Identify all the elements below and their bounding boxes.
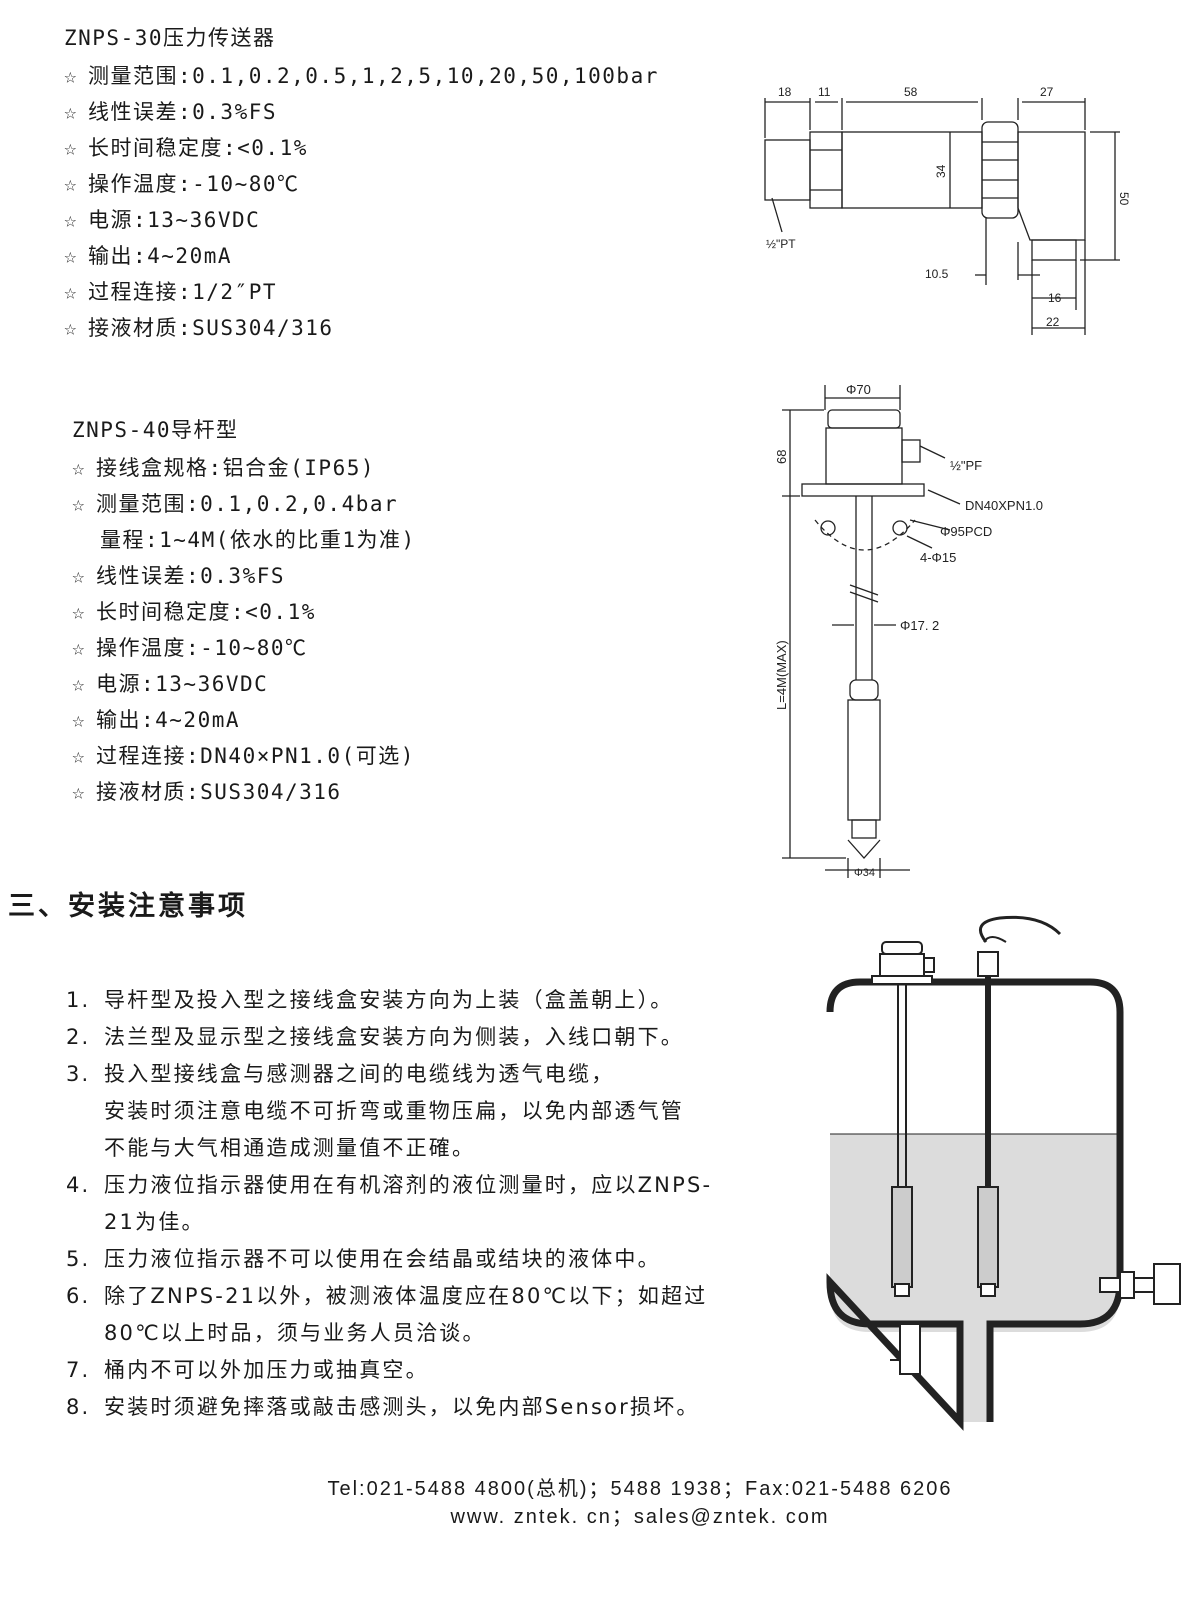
note-continuation: 不能与大气相通造成测量值不正確。 xyxy=(104,1136,476,1160)
dim-label: 27 xyxy=(1040,85,1054,99)
znps30-spec-list: ZNPS-30压力传送器 ☆测量范围:0.1,0.2,0.5,1,2,5,10,… xyxy=(64,22,659,348)
star-icon: ☆ xyxy=(64,244,79,268)
dim-label: 34 xyxy=(934,164,948,178)
znps40-dimension-drawing: Φ70 68 ½"PF DN40XPN1.0 Φ95PCD 4-Φ15 Φ17.… xyxy=(774,382,1043,879)
spec-line: ☆操作温度:-10~80℃ xyxy=(72,636,308,660)
dim-label: 16 xyxy=(1048,291,1062,305)
spec-line: ☆接线盒规格:铝合金(IP65) xyxy=(72,456,376,480)
spec-line: ☆电源:13~36VDC xyxy=(64,208,261,232)
star-icon: ☆ xyxy=(72,780,87,804)
spec-line: ☆长时间稳定度:<0.1% xyxy=(72,600,316,624)
spec-line: ☆输出:4~20mA xyxy=(72,708,241,732)
dim-label: 4-Φ15 xyxy=(920,550,956,565)
note-continuation: 21为佳。 xyxy=(104,1210,205,1234)
dim-label: Φ17. 2 xyxy=(900,618,939,633)
star-icon: ☆ xyxy=(64,316,79,340)
section-heading: 三、安装注意事项 xyxy=(8,891,248,922)
znps40-title: ZNPS-40导杆型 xyxy=(72,418,239,442)
spec-line: ☆过程连接:1/2″PT xyxy=(64,280,278,304)
note-item: 3.投入型接线盒与感测器之间的电缆线为透气电缆， xyxy=(66,1062,615,1086)
footer-web: www. zntek. cn；sales@zntek. com xyxy=(450,1506,830,1528)
spec-line: ☆接液材质:SUS304/316 xyxy=(64,316,334,340)
spec-line: ☆操作温度:-10~80℃ xyxy=(64,172,300,196)
note-item: 6.除了ZNPS-21以外，被测液体温度应在80℃以下；如超过 xyxy=(66,1284,708,1308)
note-item: 8.安装时须避免摔落或敲击感测头，以免内部Sensor损坏。 xyxy=(66,1395,700,1419)
note-item: 1.导杆型及投入型之接线盒安装方向为上装（盒盖朝上）。 xyxy=(66,988,674,1012)
star-icon: ☆ xyxy=(72,744,87,768)
tank-installation-illustration xyxy=(826,915,1181,1431)
note-item: 7.桶内不可以外加压力或抽真空。 xyxy=(66,1358,429,1382)
thread-label: ½"PT xyxy=(766,237,796,251)
star-icon: ☆ xyxy=(64,280,79,304)
star-icon: ☆ xyxy=(72,672,87,696)
dim-label: 10.5 xyxy=(925,267,949,281)
dim-label: Φ34 xyxy=(854,867,875,879)
dim-label: Φ70 xyxy=(846,382,871,397)
spec-line: ☆测量范围:0.1,0.2,0.4bar xyxy=(72,492,399,516)
znps30-dimension-drawing: 18 11 58 27 34 50 10.5 16 22 ½"PT xyxy=(764,85,1131,335)
spec-line: ☆接液材质:SUS304/316 xyxy=(72,780,342,804)
dim-label: 58 xyxy=(904,85,918,99)
star-icon: ☆ xyxy=(72,492,87,516)
star-icon: ☆ xyxy=(64,172,79,196)
star-icon: ☆ xyxy=(72,564,87,588)
spec-line: ☆线性误差:0.3%FS xyxy=(72,564,286,588)
dim-label: 18 xyxy=(778,85,792,99)
znps40-spec-list: ZNPS-40导杆型 ☆接线盒规格:铝合金(IP65) ☆测量范围:0.1,0.… xyxy=(72,414,416,812)
spec-line: ☆过程连接:DN40×PN1.0(可选) xyxy=(72,744,415,768)
star-icon: ☆ xyxy=(64,64,79,88)
range-note: 量程:1~4M(依水的比重1为准) xyxy=(100,528,416,552)
liquid-fill xyxy=(830,1134,1120,1422)
install-notes: 1.导杆型及投入型之接线盒安装方向为上装（盒盖朝上）。 2.法兰型及显示型之接线… xyxy=(66,984,712,1428)
spec-line: ☆输出:4~20mA xyxy=(64,244,233,268)
dim-label: 22 xyxy=(1046,315,1060,329)
note-continuation: 安装时须注意电缆不可折弯或重物压扁，以免内部透气管 xyxy=(104,1099,684,1123)
dim-label: 11 xyxy=(818,85,831,99)
note-item: 5.压力液位指示器不可以使用在会结晶或结块的液体中。 xyxy=(66,1247,661,1271)
star-icon: ☆ xyxy=(72,636,87,660)
znps30-title: ZNPS-30压力传送器 xyxy=(64,26,276,50)
spec-line: ☆长时间稳定度:<0.1% xyxy=(64,136,308,160)
note-item: 2.法兰型及显示型之接线盒安装方向为侧装，入线口朝下。 xyxy=(66,1025,684,1049)
star-icon: ☆ xyxy=(64,136,79,160)
star-icon: ☆ xyxy=(64,100,79,124)
spec-line: ☆电源:13~36VDC xyxy=(72,672,269,696)
spec-line: ☆线性误差:0.3%FS xyxy=(64,100,278,124)
dim-label: Φ95PCD xyxy=(940,524,992,539)
note-continuation: 80℃以上时品，须与业务人员洽谈。 xyxy=(104,1321,486,1345)
spec-line: ☆测量范围:0.1,0.2,0.5,1,2,5,10,20,50,100bar xyxy=(64,64,659,88)
dim-label: DN40XPN1.0 xyxy=(965,498,1043,513)
star-icon: ☆ xyxy=(64,208,79,232)
dim-label: 50 xyxy=(1117,192,1131,206)
star-icon: ☆ xyxy=(72,708,87,732)
star-icon: ☆ xyxy=(72,600,87,624)
dim-label: ½"PF xyxy=(950,458,982,473)
note-item: 4.压力液位指示器使用在有机溶剂的液位测量时，应以ZNPS- xyxy=(66,1173,713,1197)
dim-label: 68 xyxy=(774,450,789,464)
star-icon: ☆ xyxy=(72,456,87,480)
dim-label: L=4M(MAX) xyxy=(774,640,789,710)
footer-contact: Tel:021-5488 4800(总机)；5488 1938；Fax:021-… xyxy=(327,1478,953,1500)
